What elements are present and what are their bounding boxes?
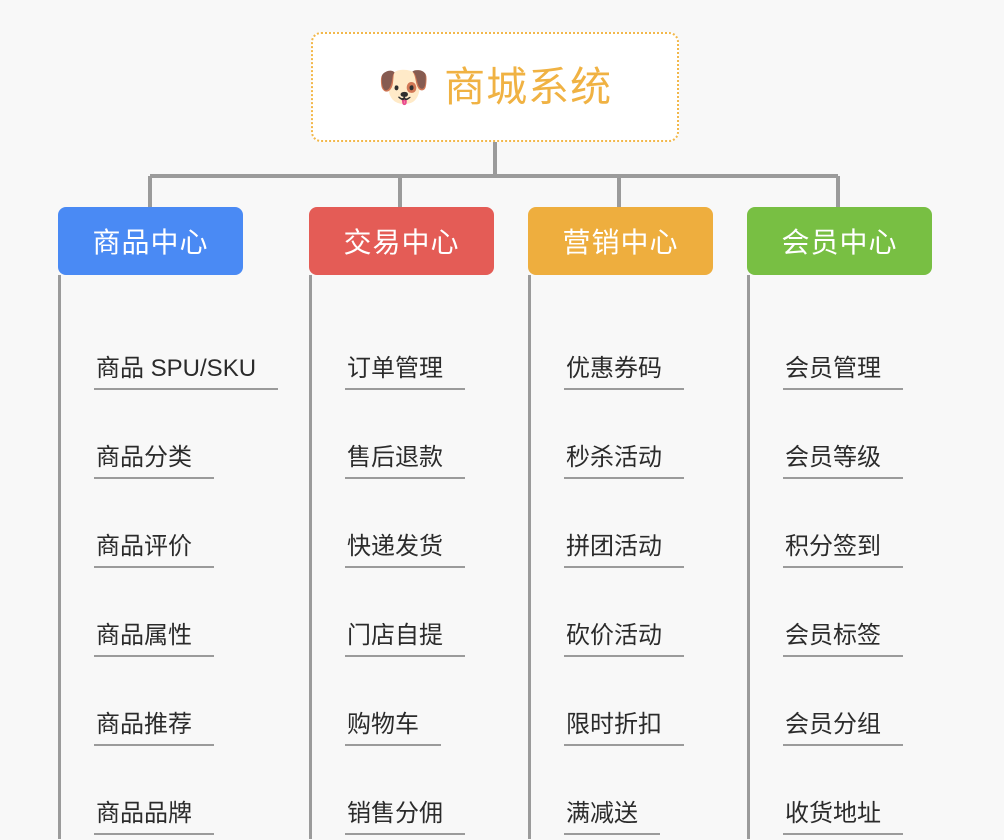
category-header-trade-center[interactable]: 交易中心 [309, 207, 494, 275]
leaf-label: 会员管理 [783, 355, 903, 390]
leaf-label: 购物车 [345, 711, 441, 746]
leaf-label: 限时折扣 [564, 711, 684, 746]
branch-trade-center: 交易中心 订单管理 售后退款 快递发货 门店自提 购物车 销售分佣 [309, 207, 529, 839]
category-label: 商品中心 [92, 227, 209, 258]
leaf-item[interactable]: 购物车 [309, 661, 529, 750]
leaf-label: 秒杀活动 [564, 444, 684, 479]
category-header-product-center[interactable]: 商品中心 [58, 207, 243, 275]
leaf-item[interactable]: 会员标签 [747, 572, 967, 661]
leaf-item[interactable]: 快递发货 [309, 483, 529, 572]
root-node-content: 🐶 商城系统 [378, 66, 612, 108]
leaf-label: 积分签到 [783, 533, 903, 568]
leaf-label: 商品品牌 [94, 800, 214, 835]
leaf-label: 快递发货 [345, 533, 465, 568]
leaf-list-product-center: 商品 SPU/SKU 商品分类 商品评价 商品属性 商品推荐 商品品牌 [58, 275, 298, 839]
leaf-item[interactable]: 收货地址 [747, 750, 967, 839]
leaf-item[interactable]: 秒杀活动 [528, 394, 748, 483]
branch-member-center: 会员中心 会员管理 会员等级 积分签到 会员标签 会员分组 收货地址 [747, 207, 967, 839]
leaf-list-marketing-center: 优惠券码 秒杀活动 拼团活动 砍价活动 限时折扣 满减送 [528, 275, 748, 839]
dog-face-icon: 🐶 [377, 63, 431, 110]
leaf-item[interactable]: 优惠券码 [528, 305, 748, 394]
leaf-label: 商品评价 [94, 533, 214, 568]
leaf-item[interactable]: 会员管理 [747, 305, 967, 394]
leaf-item[interactable]: 商品属性 [58, 572, 298, 661]
leaf-label: 门店自提 [345, 622, 465, 657]
leaf-item[interactable]: 商品分类 [58, 394, 298, 483]
root-title: 商城系统 [444, 63, 613, 110]
leaf-item[interactable]: 订单管理 [309, 305, 529, 394]
leaf-label: 售后退款 [345, 444, 465, 479]
leaf-list-member-center: 会员管理 会员等级 积分签到 会员标签 会员分组 收货地址 [747, 275, 967, 839]
leaf-label: 会员分组 [783, 711, 903, 746]
category-label: 营销中心 [562, 227, 679, 258]
leaf-label: 商品 SPU/SKU [94, 355, 279, 390]
leaf-label: 销售分佣 [345, 800, 465, 835]
leaf-item[interactable]: 商品品牌 [58, 750, 298, 839]
category-header-marketing-center[interactable]: 营销中心 [528, 207, 713, 275]
leaf-item[interactable]: 会员分组 [747, 661, 967, 750]
leaf-label: 商品属性 [94, 622, 214, 657]
leaf-label: 满减送 [564, 800, 660, 835]
category-header-member-center[interactable]: 会员中心 [747, 207, 932, 275]
leaf-item[interactable]: 会员等级 [747, 394, 967, 483]
leaf-item[interactable]: 限时折扣 [528, 661, 748, 750]
leaf-item[interactable]: 满减送 [528, 750, 748, 839]
leaf-label: 会员标签 [783, 622, 903, 657]
root-node[interactable]: 🐶 商城系统 [311, 32, 679, 142]
leaf-label: 砍价活动 [564, 622, 684, 657]
branch-product-center: 商品中心 商品 SPU/SKU 商品分类 商品评价 商品属性 商品推荐 商品品牌 [58, 207, 298, 839]
leaf-item[interactable]: 拼团活动 [528, 483, 748, 572]
leaf-item[interactable]: 商品 SPU/SKU [58, 305, 298, 394]
leaf-item[interactable]: 销售分佣 [309, 750, 529, 839]
leaf-item[interactable]: 门店自提 [309, 572, 529, 661]
leaf-label: 会员等级 [783, 444, 903, 479]
category-label: 会员中心 [781, 227, 898, 258]
leaf-label: 商品分类 [94, 444, 214, 479]
leaf-item[interactable]: 商品推荐 [58, 661, 298, 750]
leaf-item[interactable]: 砍价活动 [528, 572, 748, 661]
leaf-label: 拼团活动 [564, 533, 684, 568]
leaf-item[interactable]: 售后退款 [309, 394, 529, 483]
branch-marketing-center: 营销中心 优惠券码 秒杀活动 拼团活动 砍价活动 限时折扣 满减送 [528, 207, 748, 839]
leaf-label: 优惠券码 [564, 355, 684, 390]
category-label: 交易中心 [343, 227, 460, 258]
leaf-list-trade-center: 订单管理 售后退款 快递发货 门店自提 购物车 销售分佣 [309, 275, 529, 839]
leaf-item[interactable]: 商品评价 [58, 483, 298, 572]
leaf-item[interactable]: 积分签到 [747, 483, 967, 572]
leaf-label: 订单管理 [345, 355, 465, 390]
leaf-label: 收货地址 [783, 800, 903, 835]
leaf-label: 商品推荐 [94, 711, 214, 746]
